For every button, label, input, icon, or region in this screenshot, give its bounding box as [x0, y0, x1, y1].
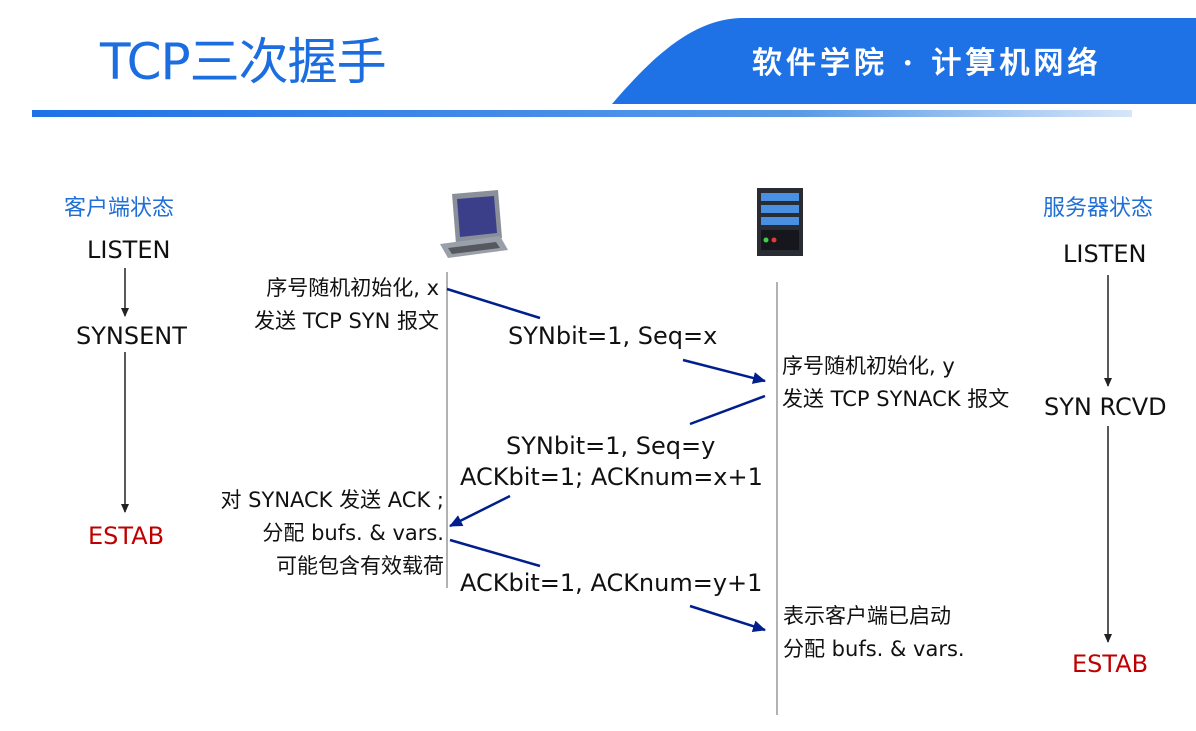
server-state-listen: LISTEN [1063, 240, 1147, 268]
client-init-line-2: 发送 TCP SYN 报文 [254, 309, 439, 333]
client-state-listen: LISTEN [87, 236, 171, 264]
synack-arrow [689, 394, 766, 426]
client-ack-line-1: 对 SYNACK 发送 ACK ; [220, 488, 444, 512]
client-ack-note: 对 SYNACK 发送 ACK ; 分配 bufs. & vars. 可能包含有… [220, 484, 444, 583]
server-done-line-2: 分配 bufs. & vars. [783, 637, 965, 661]
syn-arrow-head [682, 358, 766, 384]
server-init-line-1: 序号随机初始化, y [782, 354, 955, 378]
server-done-note: 表示客户端已启动 分配 bufs. & vars. [783, 600, 965, 666]
desktop-computer-icon [440, 190, 508, 258]
server-init-line-2: 发送 TCP SYNACK 报文 [782, 387, 1010, 411]
server-state-estab: ESTAB [1072, 650, 1149, 678]
header-banner [32, 18, 1196, 117]
synack-arrow-head [449, 494, 511, 528]
syn-arrow [446, 287, 541, 320]
server-init-note: 序号随机初始化, y 发送 TCP SYNACK 报文 [782, 350, 1009, 416]
client-ack-line-3: 可能包含有效载荷 [276, 554, 444, 578]
client-init-line-1: 序号随机初始化, x [266, 276, 439, 300]
ack-message-label: ACKbit=1, ACKnum=y+1 [460, 569, 763, 597]
course-name: 软件学院 · 计算机网络 [752, 46, 1102, 81]
client-state-heading: 客户端状态 [64, 196, 175, 221]
ack-arrow-head [689, 604, 766, 633]
synack-message-label-2: ACKbit=1; ACKnum=x+1 [460, 463, 763, 491]
ack-arrow [449, 538, 541, 568]
syn-message-label: SYNbit=1, Seq=x [508, 322, 718, 350]
client-state-estab: ESTAB [88, 522, 165, 550]
page-title: TCP三次握手 [100, 33, 387, 91]
server-state-heading: 服务器状态 [1043, 196, 1154, 221]
server-state-syn-rcvd: SYN RCVD [1044, 393, 1167, 421]
client-state-synsent: SYNSENT [76, 322, 187, 350]
server-icon [757, 188, 803, 256]
synack-message-label-1: SYNbit=1, Seq=y [506, 432, 716, 460]
client-init-note: 序号随机初始化, x 发送 TCP SYN 报文 [254, 272, 439, 338]
server-done-line-1: 表示客户端已启动 [783, 604, 951, 628]
client-ack-line-2: 分配 bufs. & vars. [262, 521, 444, 545]
